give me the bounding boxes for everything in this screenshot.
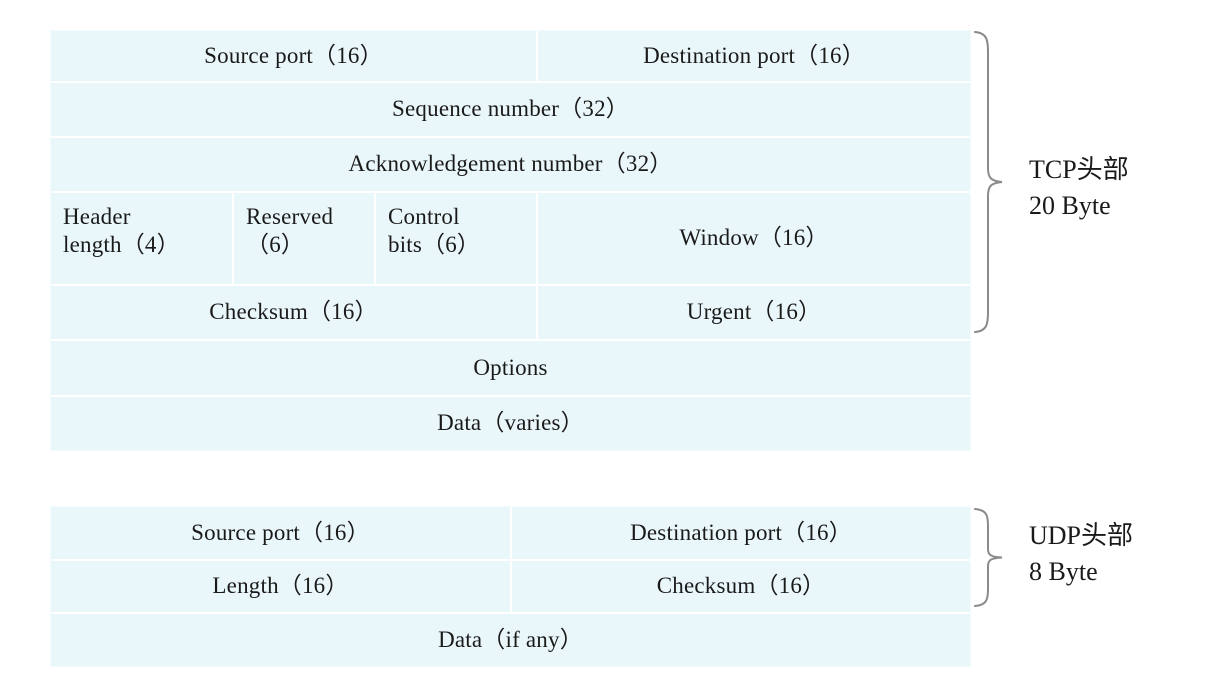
udp-checksum-cell: Checksum（16） — [656, 573, 826, 599]
tcp-header-label-line2: 20 Byte — [1029, 190, 1111, 220]
udp-header-table: Source port（16） Destination port（16） Len… — [50, 506, 971, 667]
tcp-flags-window-row: Header length（4） Reserved （6） Control bi… — [51, 193, 970, 286]
udp-header-label: UDP头部 8 Byte — [1029, 518, 1133, 590]
tcp-data-cell: Data（varies） — [437, 410, 584, 436]
tcp-acknowledgement-number-row: Acknowledgement number（32） — [51, 138, 970, 193]
tcp-checksum-urgent-row: Checksum（16） Urgent（16） — [51, 286, 970, 341]
udp-source-port-cell: Source port（16） — [51, 507, 512, 559]
tcp-acknowledgement-number-cell: Acknowledgement number（32） — [348, 151, 673, 177]
tcp-reserved-cell: Reserved （6） — [234, 193, 376, 284]
tcp-sequence-number-row: Sequence number（32） — [51, 83, 970, 138]
tcp-destination-port-cell: Destination port（16） — [643, 42, 865, 68]
tcp-checksum-cell: Checksum（16） — [51, 286, 538, 339]
tcp-options-cell: Options — [473, 354, 548, 380]
tcp-source-port-cell: Source port（16） — [51, 31, 538, 81]
udp-header-label-line2: 8 Byte — [1029, 556, 1098, 586]
udp-data-row: Data（if any） — [51, 614, 970, 666]
tcp-header-label: TCP头部 20 Byte — [1029, 152, 1129, 224]
tcp-options-row: Options — [51, 341, 970, 397]
udp-header-label-line1: UDP头部 — [1029, 521, 1134, 550]
tcp-header-brace-icon — [971, 30, 1005, 334]
tcp-ports-row: Source port（16） Destination port（16） — [51, 31, 970, 83]
tcp-header-length-cell: Header length（4） — [51, 193, 234, 284]
tcp-control-bits-cell: Control bits（6） — [376, 193, 538, 284]
tcp-data-row: Data（varies） — [51, 397, 970, 450]
udp-header-brace-icon — [971, 507, 1005, 608]
tcp-header-label-line1: TCP头部 — [1029, 155, 1129, 184]
tcp-window-cell: Window（16） — [679, 225, 829, 251]
tcp-header-table: Source port（16） Destination port（16） Seq… — [50, 30, 971, 451]
tcp-urgent-cell: Urgent（16） — [686, 299, 822, 325]
tcp-sequence-number-cell: Sequence number（32） — [392, 96, 629, 122]
udp-ports-row: Source port（16） Destination port（16） — [51, 507, 970, 561]
udp-length-checksum-row: Length（16） Checksum（16） — [51, 561, 970, 614]
udp-data-cell: Data（if any） — [438, 626, 583, 652]
udp-length-cell: Length（16） — [51, 561, 512, 612]
udp-destination-port-cell: Destination port（16） — [630, 519, 852, 545]
